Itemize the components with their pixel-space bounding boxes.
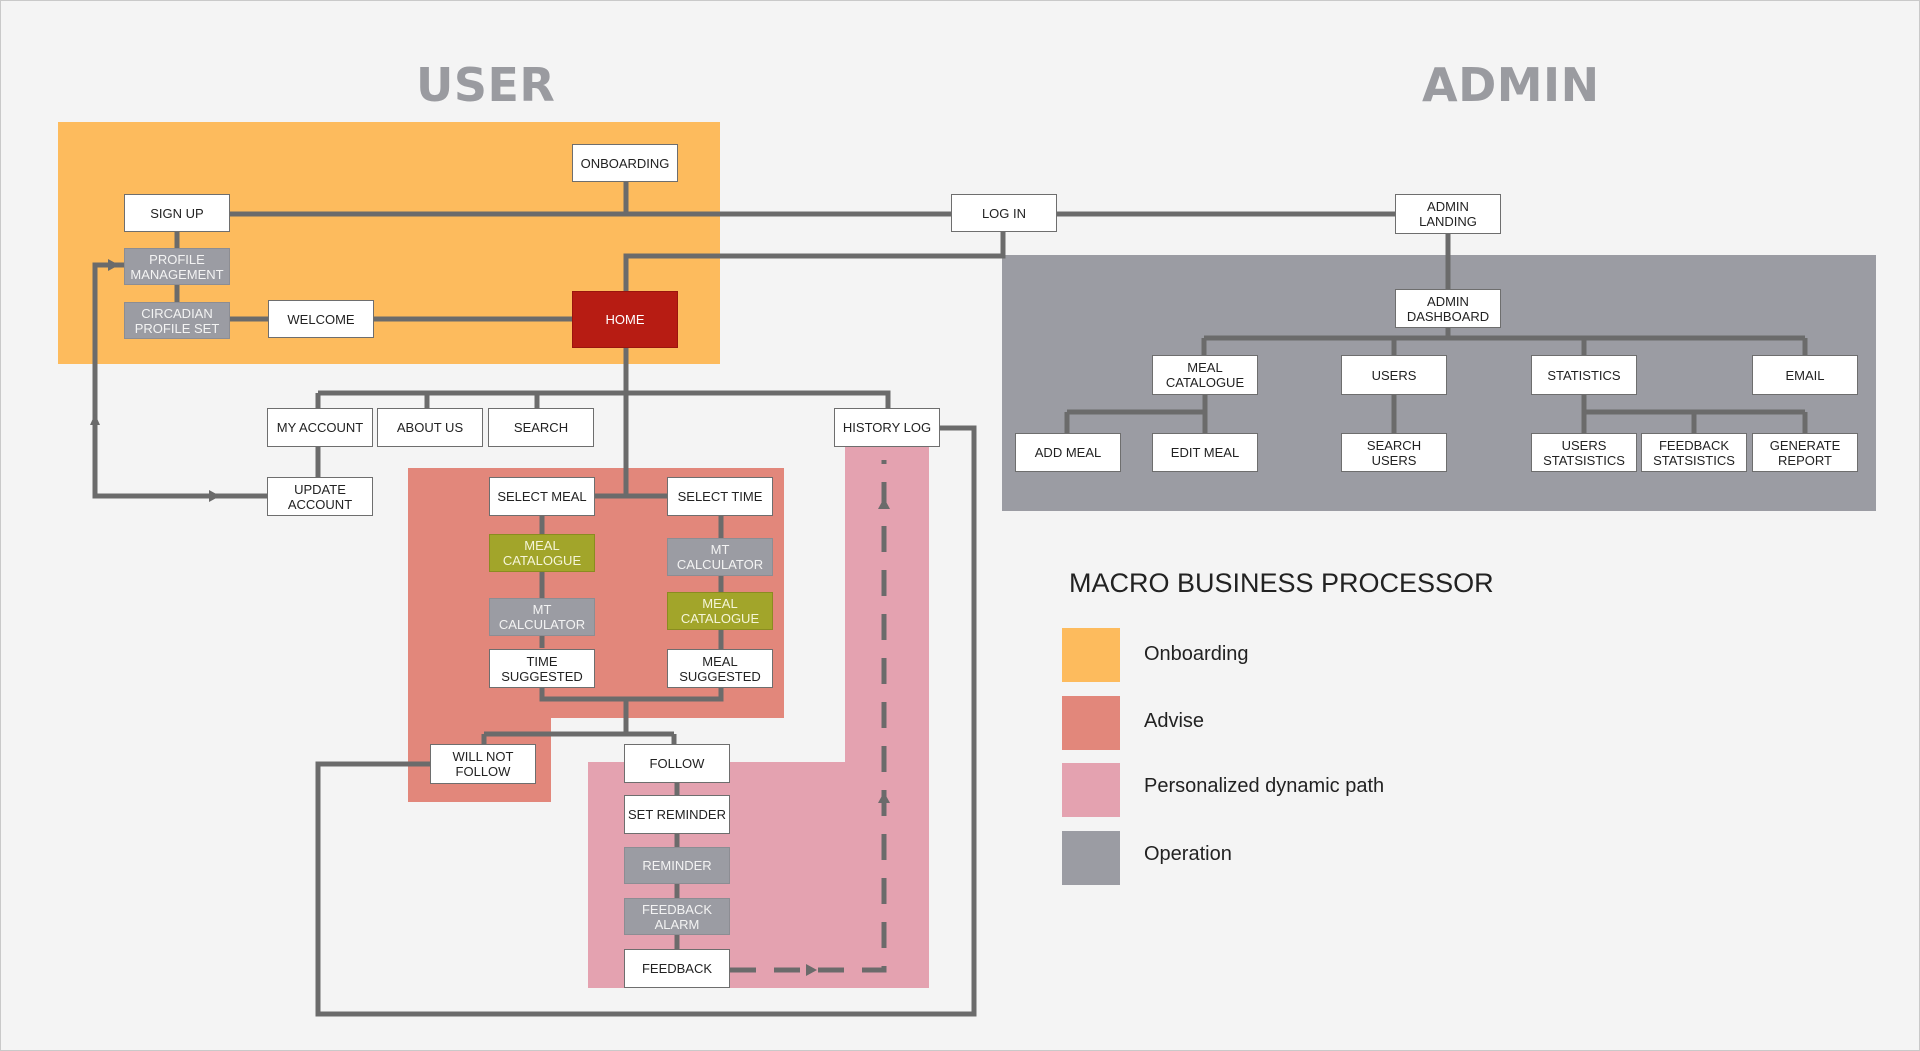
history-log-node[interactable]: HISTORY LOG [834,408,940,447]
connector-home-menu [315,348,891,495]
will-not-follow-node[interactable]: WILL NOT FOLLOW [430,744,536,784]
legend-swatch-operation [1062,831,1120,885]
legend-title: MACRO BUSINESS PROCESSOR [1069,568,1494,598]
admin-dashboard-node[interactable]: ADMIN DASHBOARD [1395,289,1501,328]
search-node[interactable]: SEARCH [488,408,594,447]
set-reminder-node[interactable]: SET REMINDER [624,795,730,834]
arrow-update-left [209,490,220,502]
mt-calculator-right-node[interactable]: MT CALCULATOR [667,538,773,576]
arrow-feedback-right [806,964,817,976]
connector-feedback-dashed [730,460,887,973]
legend-swatch-personalized [1062,763,1120,817]
generate-report-node[interactable]: GENERATE REPORT [1752,433,1858,472]
time-suggested-node[interactable]: TIME SUGGESTED [489,649,595,688]
select-time-node[interactable]: SELECT TIME [667,477,773,516]
feedback-alarm-node[interactable]: FEEDBACK ALARM [624,898,730,935]
log-in-node[interactable]: LOG IN [951,194,1057,232]
feedback-statistics-node[interactable]: FEEDBACK STATSISTICS [1641,433,1747,472]
follow-node[interactable]: FOLLOW [624,744,730,783]
meal-suggested-node[interactable]: MEAL SUGGESTED [667,649,773,688]
connector-dashboard-children [1201,327,1808,356]
my-account-node[interactable]: MY ACCOUNT [267,408,373,447]
welcome-node[interactable]: WELCOME [268,300,374,338]
onboarding-node[interactable]: ONBOARDING [572,144,678,182]
connector-update-profile [92,262,267,499]
users-node[interactable]: USERS [1341,355,1447,395]
add-meal-node[interactable]: ADD MEAL [1015,433,1121,472]
about-us-node[interactable]: ABOUT US [377,408,483,447]
feedback-node[interactable]: FEEDBACK [624,949,730,988]
legend-label-onboarding: Onboarding [1144,643,1249,665]
connector-history-loop [315,425,977,1017]
meal-catalogue-right-node[interactable]: MEAL CATALOGUE [667,592,773,630]
mt-calculator-left-node[interactable]: MT CALCULATOR [489,598,595,636]
legend-swatch-advise [1062,696,1120,750]
legend-label-advise: Advise [1144,710,1205,732]
email-node[interactable]: EMAIL [1752,355,1858,395]
admin-heading: ADMIN [1422,58,1600,112]
update-account-node[interactable]: UPDATE ACCOUNT [267,477,373,516]
arrow-up-left [90,414,100,425]
statistics-node[interactable]: STATISTICS [1531,355,1637,395]
connector-catalogue-children [1064,394,1208,434]
legend-swatch-onboarding [1062,628,1120,682]
users-statistics-node[interactable]: USERS STATSISTICS [1531,433,1637,472]
user-heading: USER [416,58,556,112]
arrow-right-profile [108,259,119,271]
home-node[interactable]: HOME [572,291,678,348]
edit-meal-node[interactable]: EDIT MEAL [1152,433,1258,472]
reminder-node[interactable]: REMINDER [624,847,730,884]
connector-login-home [623,230,1006,291]
admin-landing-node[interactable]: ADMIN LANDING [1395,194,1501,234]
arrow-feedback-up-low [878,792,890,803]
admin-meal-catalogue-node[interactable]: MEAL CATALOGUE [1152,355,1258,395]
connector-statistics-children [1581,394,1808,434]
profile-management-node[interactable]: PROFILE MANAGEMENT [124,248,230,285]
circadian-profile-set-node[interactable]: CIRCADIAN PROFILE SET [124,302,230,339]
search-users-node[interactable]: SEARCH USERS [1341,433,1447,472]
connector-suggestions-merge [481,688,724,745]
arrow-feedback-up-high [878,498,890,509]
select-meal-node[interactable]: SELECT MEAL [489,477,595,516]
meal-catalogue-left-node[interactable]: MEAL CATALOGUE [489,534,595,572]
sign-up-node[interactable]: SIGN UP [124,194,230,232]
legend-label-operation: Operation [1144,843,1232,865]
legend-label-personalized: Personalized dynamic path [1144,775,1385,797]
